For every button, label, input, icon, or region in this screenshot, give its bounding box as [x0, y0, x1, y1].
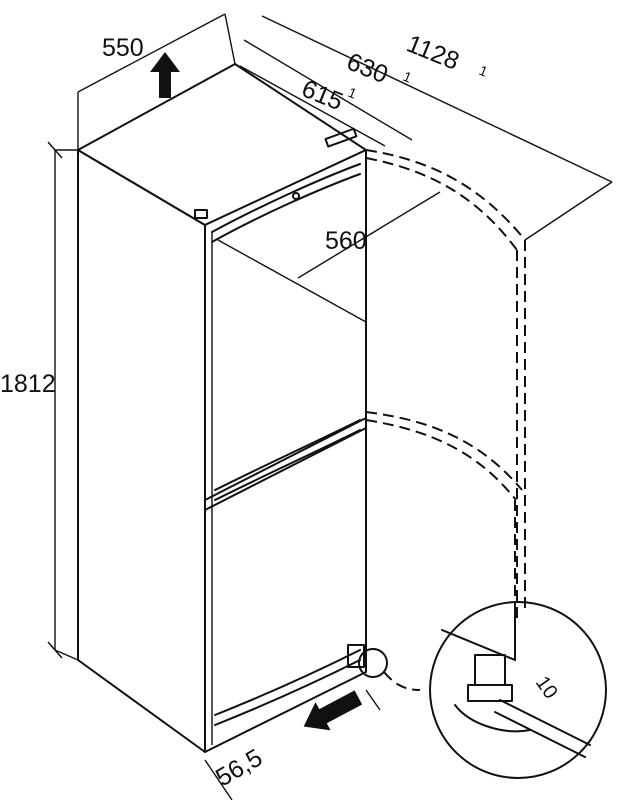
depth-630-label: 630 [343, 48, 392, 90]
up-arrow-icon [150, 52, 180, 98]
depth-615-footnote: 1 [346, 84, 359, 102]
open-door-outline [365, 149, 526, 630]
fridge-body [77, 63, 367, 753]
total-depth-label: 1128 [403, 30, 463, 76]
detail-size-label: 10 [531, 672, 562, 703]
total-depth-footnote: 1 [477, 62, 490, 80]
width-label: 550 [102, 34, 144, 62]
foot-detail-inset [358, 601, 607, 779]
door-depth-label: 560 [325, 227, 367, 255]
height-label: 1812 [0, 370, 56, 398]
push-arrow-icon [303, 690, 363, 731]
dimension-lines [47, 13, 613, 800]
depth-630-footnote: 1 [401, 68, 414, 86]
gap-label: 56,5 [211, 744, 267, 793]
